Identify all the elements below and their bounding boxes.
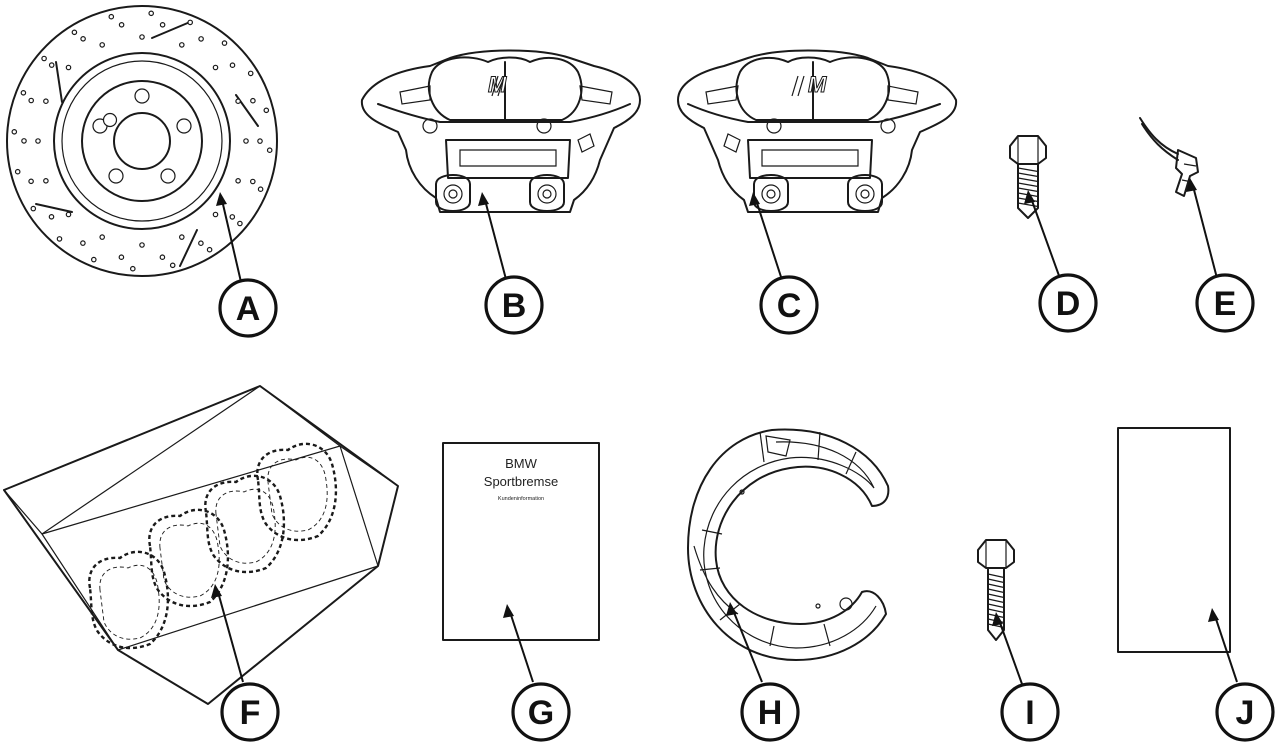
callout-c: C xyxy=(761,277,817,333)
customer-info-booklet: BMW Sportbremse Kundeninformation xyxy=(443,443,599,640)
callout-d-label: D xyxy=(1056,285,1081,323)
booklet-title: Sportbremse xyxy=(484,474,558,489)
callout-g-label: G xyxy=(528,694,554,732)
callout-h: H xyxy=(742,684,798,740)
callout-f: F xyxy=(222,684,278,740)
caliper-logo-right: M xyxy=(808,72,827,97)
callout-a: A xyxy=(220,280,276,336)
disc-drill-holes xyxy=(12,11,272,271)
callout-e: E xyxy=(1197,275,1253,331)
booklet-subtitle: Kundeninformation xyxy=(498,496,544,502)
callout-j-label: J xyxy=(1236,694,1255,732)
callout-i: I xyxy=(1002,684,1058,740)
callout-f-label: F xyxy=(240,694,261,732)
caliper-logo-left: M xyxy=(488,72,507,97)
brake-disc xyxy=(7,6,277,276)
brake-pads xyxy=(89,444,336,648)
caliper-left: M xyxy=(362,51,640,213)
callout-h-label: H xyxy=(758,694,783,732)
callout-e-label: E xyxy=(1214,285,1237,323)
brake-pad-box xyxy=(4,386,398,704)
callout-d: D xyxy=(1040,275,1096,331)
callout-i-label: I xyxy=(1025,694,1034,732)
dust-shield xyxy=(688,430,888,660)
callout-j: J xyxy=(1217,684,1273,740)
booklet-brand: BMW xyxy=(505,456,538,471)
callout-b: B xyxy=(486,277,542,333)
callout-g: G xyxy=(513,684,569,740)
callout-a-label: A xyxy=(236,290,261,328)
callout-c-label: C xyxy=(777,287,802,325)
callout-b-label: B xyxy=(502,287,527,325)
caliper-bolt xyxy=(1010,136,1046,218)
